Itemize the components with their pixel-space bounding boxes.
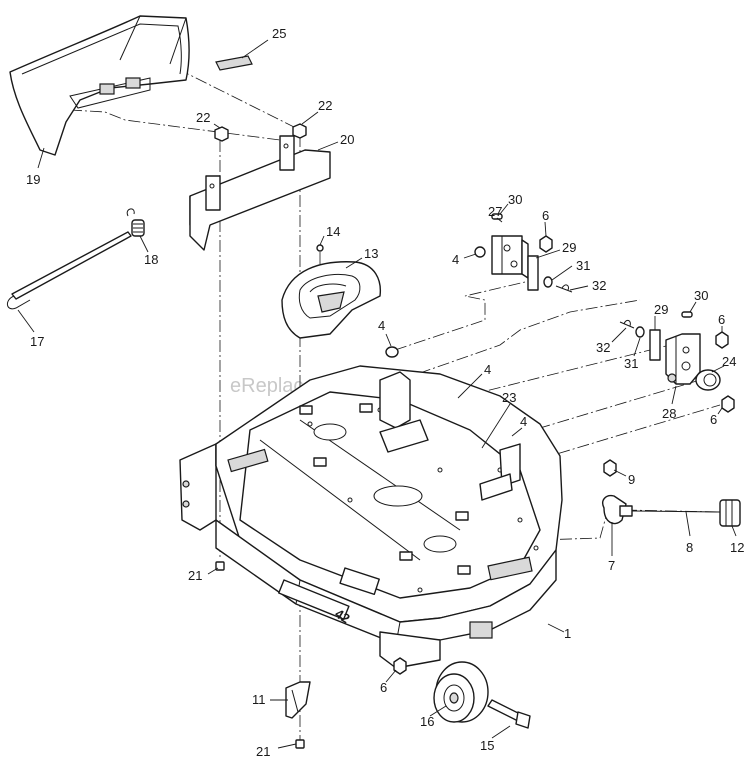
callout-17: 17 xyxy=(30,334,44,349)
nut-6b xyxy=(715,331,729,349)
callout-27: 27 xyxy=(488,204,502,219)
callout-31: 31 xyxy=(624,356,638,371)
callout-30: 30 xyxy=(508,192,522,207)
chute-mount-plate xyxy=(189,135,331,251)
deck-size-label: 42 xyxy=(332,606,352,626)
callout-28: 28 xyxy=(662,406,676,421)
gauge-bracket-lower xyxy=(665,333,701,385)
callout-6: 6 xyxy=(710,412,717,427)
callout-20: 20 xyxy=(340,132,354,147)
clip-32a xyxy=(555,284,573,293)
washer-31a xyxy=(543,276,553,288)
callout-22: 22 xyxy=(196,110,210,125)
axle-bolt xyxy=(487,699,531,729)
leader-lines xyxy=(17,39,737,749)
pin-30b xyxy=(681,311,693,318)
nut-9 xyxy=(603,459,617,477)
pivot-rod xyxy=(7,231,132,310)
nut-22b xyxy=(292,123,307,139)
callout-13: 13 xyxy=(364,246,378,261)
washer-31b xyxy=(635,326,645,338)
callout-16: 16 xyxy=(420,714,434,729)
screw-14 xyxy=(316,244,324,252)
callout-25: 25 xyxy=(272,26,286,41)
discharge-chute xyxy=(9,15,190,156)
callout-18: 18 xyxy=(144,252,158,267)
bolt-4c xyxy=(474,246,486,258)
nut-6c xyxy=(721,395,735,413)
callout-24: 24 xyxy=(722,354,736,369)
callout-9: 9 xyxy=(628,472,635,487)
callout-labels: 25 22 22 20 19 18 17 14 13 27 30 6 4 29 … xyxy=(26,26,744,759)
callout-32: 32 xyxy=(592,278,606,293)
callout-29: 29 xyxy=(562,240,576,255)
callout-6: 6 xyxy=(380,680,387,695)
callout-4: 4 xyxy=(378,318,385,333)
gauge-wheel xyxy=(433,661,489,723)
mower-deck: 42 xyxy=(179,365,563,669)
callout-21: 21 xyxy=(188,568,202,583)
callout-6: 6 xyxy=(542,208,549,223)
hose-fitting xyxy=(602,494,633,525)
roller-24 xyxy=(695,369,721,391)
screw-21b xyxy=(295,739,305,749)
clip-32b xyxy=(619,319,635,329)
nut-6a xyxy=(539,235,553,253)
callout-21: 21 xyxy=(256,744,270,759)
callout-11: 11 xyxy=(252,692,266,707)
callout-30: 30 xyxy=(694,288,708,303)
nut-6d xyxy=(393,657,407,675)
bolt-4a xyxy=(385,346,399,358)
callout-6: 6 xyxy=(718,312,725,327)
callout-8: 8 xyxy=(686,540,693,555)
torsion-spring xyxy=(126,208,145,237)
callout-4: 4 xyxy=(520,414,527,429)
pin-30a xyxy=(491,213,503,220)
callout-23: 23 xyxy=(502,390,516,405)
gauge-wheel-bracket xyxy=(285,681,311,719)
callout-19: 19 xyxy=(26,172,40,187)
callout-12: 12 xyxy=(730,540,744,555)
quick-coupler xyxy=(719,499,741,527)
callout-29: 29 xyxy=(654,302,668,317)
callout-31: 31 xyxy=(576,258,590,273)
decal xyxy=(215,55,253,71)
callout-4: 4 xyxy=(452,252,459,267)
deflector-cover xyxy=(281,261,382,339)
hose-line xyxy=(631,510,721,513)
callout-22: 22 xyxy=(318,98,332,113)
callout-32: 32 xyxy=(596,340,610,355)
callout-7: 7 xyxy=(608,558,615,573)
callout-4: 4 xyxy=(484,362,491,377)
plate-29b xyxy=(649,329,661,361)
callout-1: 1 xyxy=(564,626,571,641)
nut-22a xyxy=(214,126,229,142)
callout-14: 14 xyxy=(326,224,340,239)
plate-29a xyxy=(527,255,539,291)
callout-15: 15 xyxy=(480,738,494,753)
gauge-bracket-upper xyxy=(491,235,529,279)
